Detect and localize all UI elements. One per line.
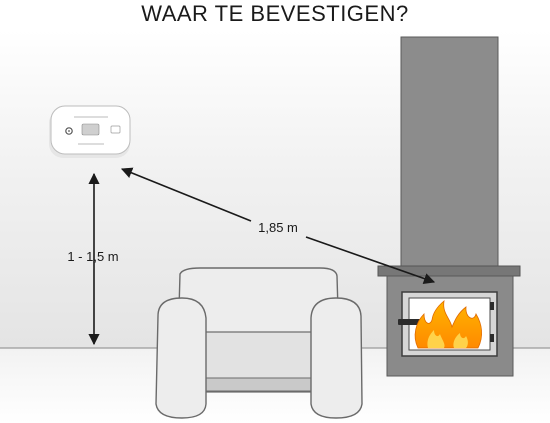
fireplace — [377, 36, 521, 377]
distance-label: 1,85 m — [258, 220, 298, 235]
co-detector — [49, 105, 131, 158]
door-handle — [398, 319, 420, 325]
gear-icon — [65, 127, 73, 135]
mantel — [377, 265, 521, 277]
armchair-right-arm — [310, 297, 363, 419]
chimney — [400, 36, 499, 269]
diagram-title: WAAR TE BEVESTIGEN? — [141, 1, 409, 26]
armchair-base — [195, 377, 323, 392]
detector-display — [81, 123, 100, 136]
distance-arrow-end — [305, 236, 436, 284]
door-hinge-top — [490, 302, 494, 310]
armchair — [155, 267, 363, 419]
detector-logo — [110, 125, 121, 134]
armchair-back — [177, 267, 340, 346]
flame-icon — [414, 300, 482, 349]
door-hinge-bottom — [490, 334, 494, 342]
armchair-left-arm — [155, 297, 207, 419]
height-label: 1 - 1,5 m — [67, 249, 118, 264]
distance-arrow-start — [120, 167, 252, 222]
